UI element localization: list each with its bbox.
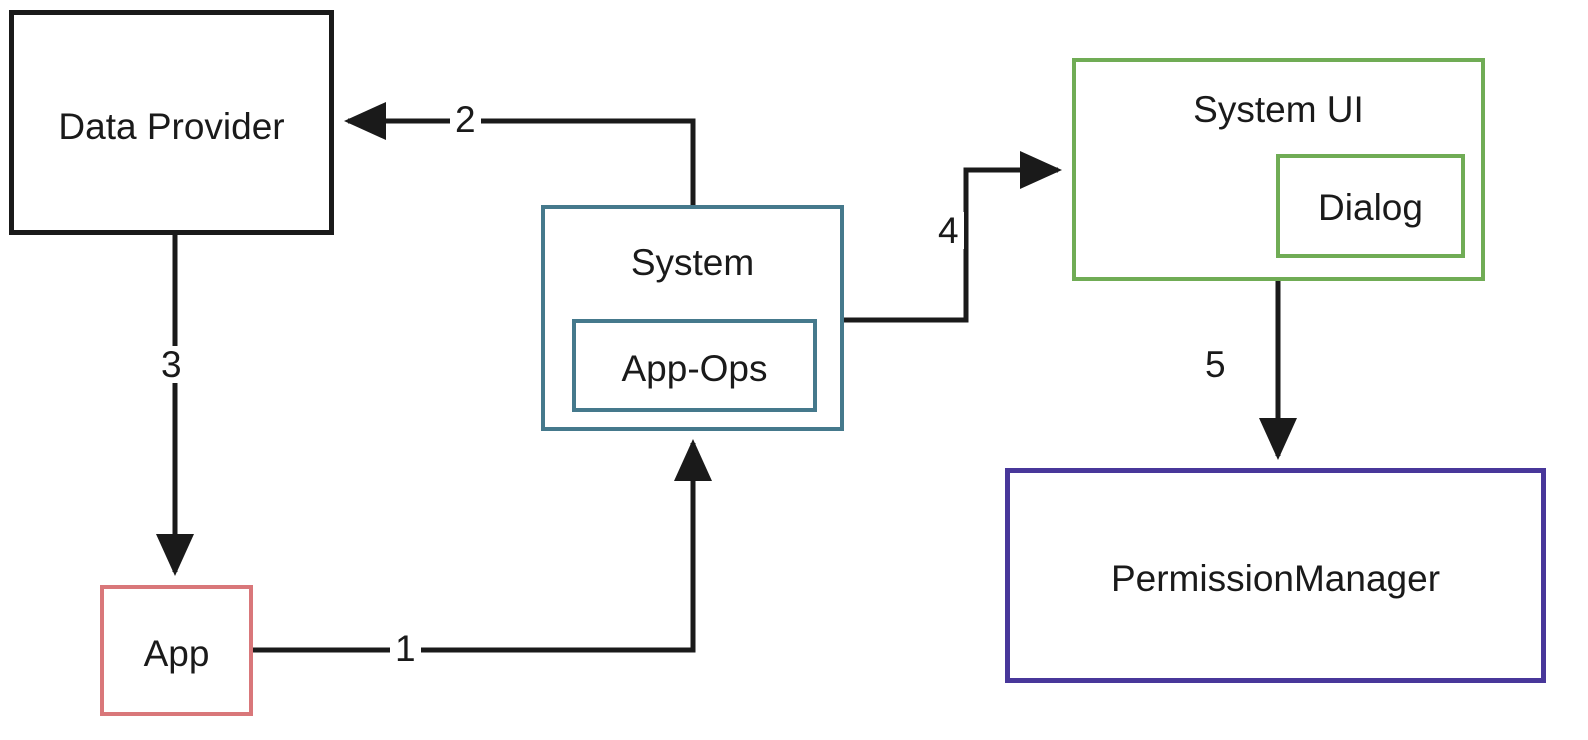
edge-2-path	[343, 101, 696, 205]
node-data-provider-label: Data Provider	[58, 106, 285, 147]
edge-label-1: 1	[390, 630, 421, 667]
edge-1-path	[253, 438, 713, 653]
node-permission-manager[interactable]: PermissionManager	[1005, 468, 1546, 683]
node-dialog[interactable]: Dialog	[1276, 154, 1465, 258]
node-data-provider[interactable]: Data Provider	[9, 10, 334, 235]
node-system[interactable]: System App-Ops	[541, 205, 844, 431]
node-app-ops[interactable]: App-Ops	[572, 319, 817, 412]
edge-label-3: 3	[156, 346, 187, 383]
edge-label-4: 4	[933, 212, 964, 249]
edge-label-5: 5	[1200, 346, 1231, 383]
node-app[interactable]: App	[100, 585, 253, 716]
node-app-label: App	[143, 633, 210, 674]
node-system-ui[interactable]: System UI Dialog	[1072, 58, 1485, 281]
edge-label-2: 2	[450, 101, 481, 138]
edge-4-path	[844, 151, 1063, 323]
node-dialog-label: Dialog	[1318, 187, 1423, 228]
node-permission-manager-label: PermissionManager	[1110, 558, 1441, 599]
node-app-ops-label: App-Ops	[621, 348, 768, 389]
node-system-label: System	[630, 242, 755, 283]
node-system-ui-label: System UI	[1193, 89, 1364, 130]
